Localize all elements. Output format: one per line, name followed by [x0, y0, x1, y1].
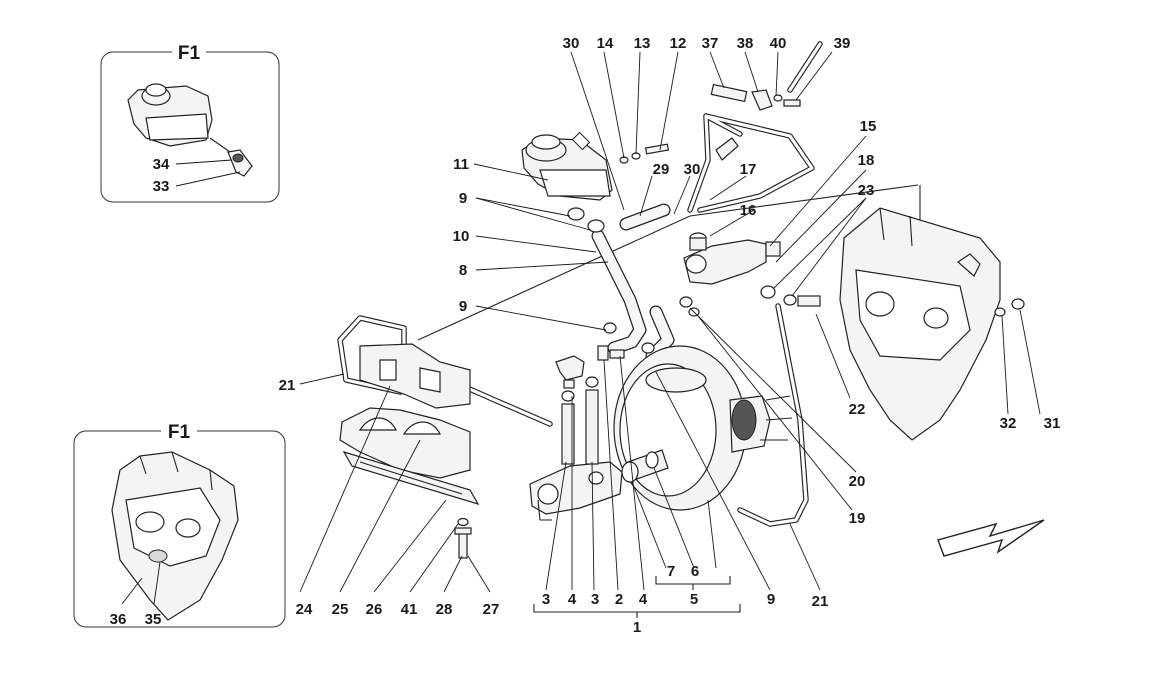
callout-label: 39	[834, 35, 851, 52]
callout-label: 3	[591, 591, 599, 608]
inset-top-reservoir: F1 34 33	[100, 40, 280, 203]
inset-bottom-label: 35	[145, 611, 162, 628]
callout-numbers: 30 14 13 12 37 38 40 39 11 9 10 8 9 21 2…	[279, 35, 1061, 636]
callout-label: 27	[483, 601, 500, 618]
callout-label: 37	[702, 35, 719, 52]
callout-label: 18	[858, 152, 875, 169]
callout-label: 11	[453, 156, 469, 173]
callout-label: 4	[639, 591, 648, 608]
callout-label: 12	[670, 35, 687, 52]
inset-top-label: 33	[153, 178, 170, 195]
callout-label: 10	[453, 228, 470, 245]
callout-label: 31	[1044, 415, 1061, 432]
callout-label: 2	[615, 591, 623, 608]
callout-label: 5	[690, 591, 698, 608]
callout-label: 30	[684, 161, 701, 178]
callout-label: 9	[459, 190, 467, 207]
callout-label: 1	[633, 619, 641, 636]
callout-label: 21	[279, 377, 296, 394]
callout-label: 17	[740, 161, 757, 178]
callout-label: 4	[568, 591, 577, 608]
inset-top-label: 34	[153, 156, 170, 173]
callout-label: 41	[401, 601, 418, 618]
callout-label: 15	[860, 118, 877, 135]
inset-bottom-label: 36	[110, 611, 127, 628]
inset-bottom-title: F1	[168, 422, 191, 443]
callout-label: 20	[849, 473, 866, 490]
callout-label: 14	[597, 35, 614, 52]
callout-label: 30	[563, 35, 580, 52]
callout-label: 13	[634, 35, 651, 52]
inset-bottom-bracket: F1 36 35	[73, 419, 286, 628]
callout-label: 8	[459, 262, 467, 279]
main-assembly	[299, 41, 1045, 618]
callout-label: 9	[767, 591, 775, 608]
callout-label: 28	[436, 601, 453, 618]
callout-label: 3	[542, 591, 550, 608]
callout-label: 7	[667, 563, 675, 580]
callout-label: 32	[1000, 415, 1017, 432]
callout-label: 19	[849, 510, 866, 527]
callout-label: 22	[849, 401, 866, 418]
callout-label: 9	[459, 298, 467, 315]
callout-label: 23	[858, 182, 875, 199]
callout-label: 24	[296, 601, 313, 618]
callout-label: 38	[737, 35, 754, 52]
callout-label: 16	[740, 202, 757, 219]
inset-top-title: F1	[178, 43, 201, 64]
callout-label: 21	[812, 593, 829, 610]
callout-label: 6	[691, 563, 699, 580]
callout-label: 26	[366, 601, 383, 618]
callout-label: 29	[653, 161, 670, 178]
callout-label: 40	[770, 35, 787, 52]
callout-label: 25	[332, 601, 349, 618]
